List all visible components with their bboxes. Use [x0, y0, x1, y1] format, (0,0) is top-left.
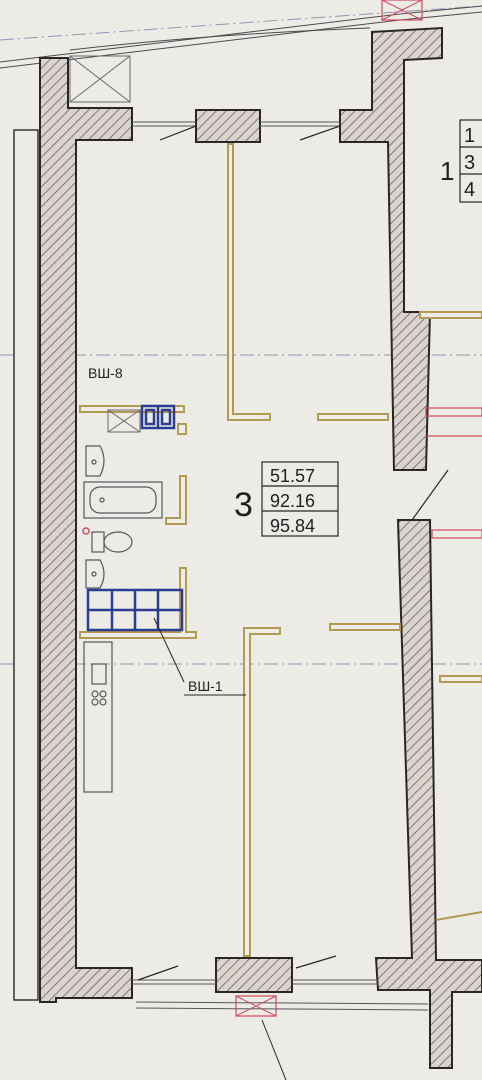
neighbor-area-digit-1: 1 — [464, 125, 475, 147]
pipe-riser-marker — [82, 527, 90, 535]
bathtub-icon — [83, 481, 163, 519]
neighbor-area-digit-3: 4 — [464, 179, 475, 201]
top-window-marker — [381, 0, 423, 21]
right-upper-wall — [339, 26, 443, 471]
partition-lower-right — [329, 623, 401, 631]
vsh1-leader-line — [153, 617, 185, 683]
area-total: 92.16 — [270, 491, 315, 511]
partition-upper-right — [317, 413, 389, 421]
neighbor-area-digit-2: 3 — [464, 152, 475, 174]
partition-upper-vertical — [227, 143, 271, 421]
bottom-pier-middle — [215, 957, 293, 993]
ventilation-shaft-icon — [107, 409, 141, 433]
left-outer-strip — [13, 129, 39, 1001]
walls — [39, 26, 482, 1069]
ventilation-shaft-icon — [69, 55, 131, 103]
neighbor-unit-number: 1 — [440, 156, 454, 186]
partition-bath-divider — [165, 475, 187, 525]
right-lower-wall — [374, 519, 482, 1069]
toilet-icon — [91, 531, 133, 553]
door-swing-icon — [137, 125, 449, 981]
axis-lines — [0, 5, 482, 665]
top-pier-middle — [195, 109, 261, 143]
shaft-label-vsh8: ВШ-8 — [88, 365, 123, 381]
area-total-with-balcony: 95.84 — [270, 516, 315, 536]
shaft-label-vsh1: ВШ-1 — [188, 678, 223, 694]
shaft-vsh8-block — [140, 404, 176, 430]
left-wall — [39, 57, 133, 1003]
bottom-leader-line — [261, 1019, 287, 1080]
partition-lower-vertical — [243, 627, 281, 957]
neighbor-partitions — [419, 311, 482, 921]
neighbor-area-table — [459, 119, 482, 203]
unit-number: 3 — [234, 486, 253, 524]
partition-bath-cap — [177, 423, 187, 435]
area-table — [261, 461, 339, 537]
axis-line-top — [0, 5, 482, 41]
sink-icon — [85, 445, 105, 477]
partition-bath-top — [79, 405, 185, 413]
area-living: 51.57 — [270, 466, 315, 486]
partition-wc-divider — [79, 567, 197, 639]
bottom-window-marker — [235, 995, 277, 1017]
shaft-vsh1-block — [86, 588, 184, 632]
window-icon — [132, 121, 429, 1011]
kitchen-stove-icon — [83, 641, 113, 793]
washbasin-icon — [85, 559, 105, 589]
partitions — [79, 143, 401, 957]
